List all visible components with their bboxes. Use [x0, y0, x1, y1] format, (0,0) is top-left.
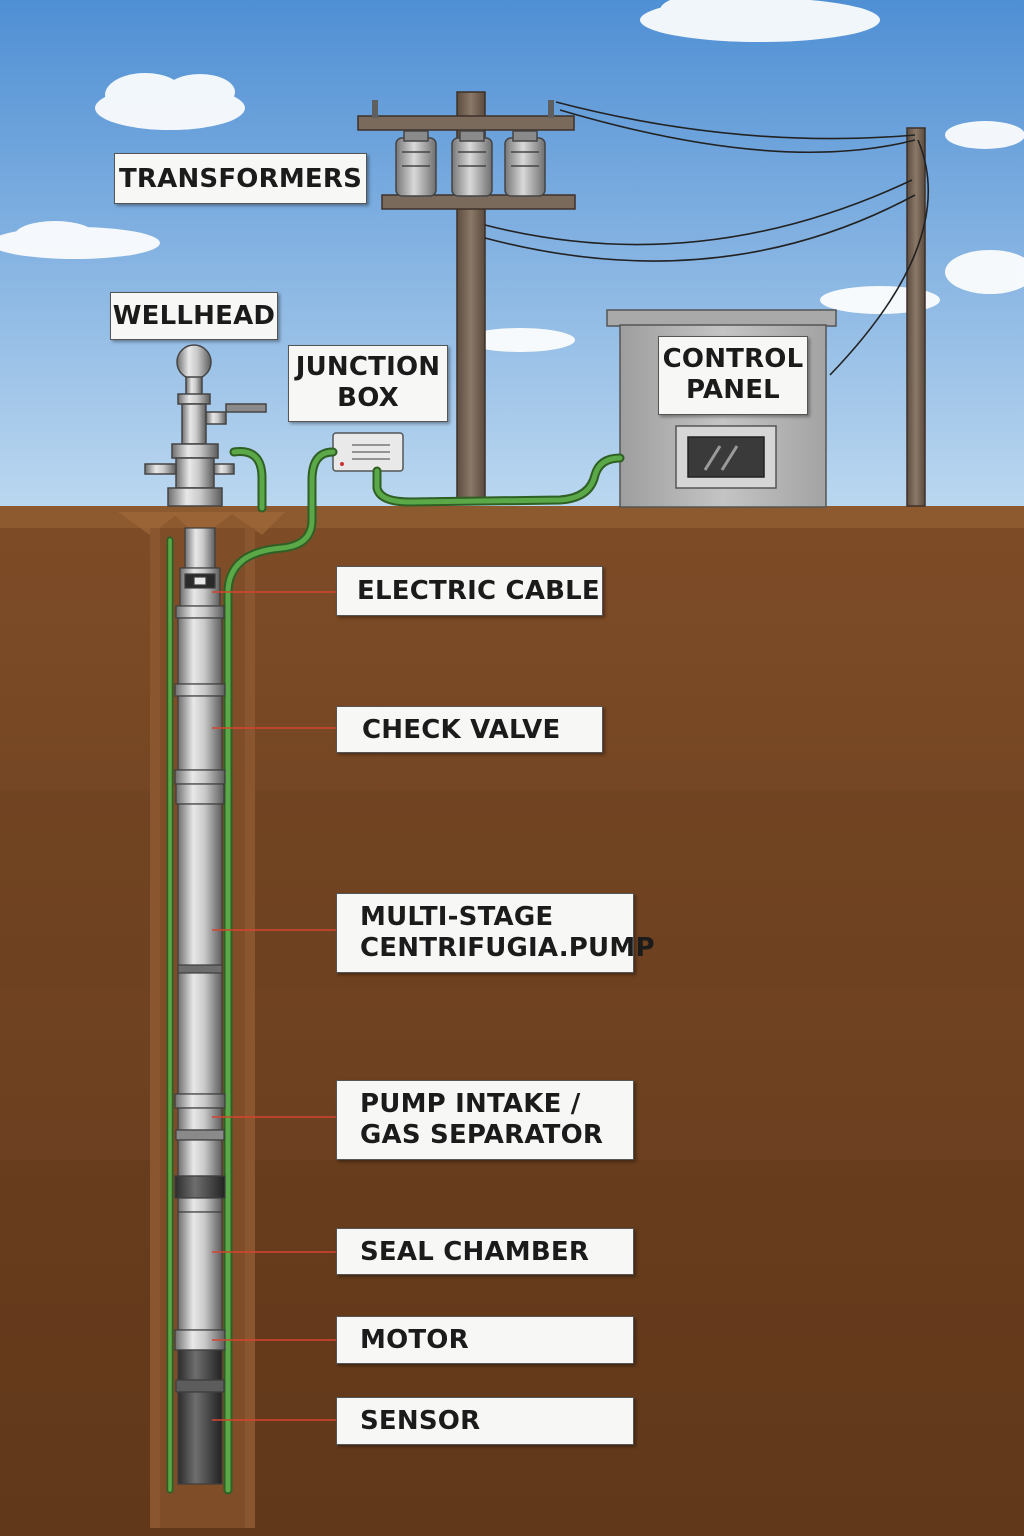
electric-cable-route: [166, 447, 625, 1495]
sensor-label-text: SENSOR: [360, 1406, 481, 1436]
pump-intake-label: PUMP INTAKE / GAS SEPARATOR: [336, 1080, 634, 1160]
junction-box-label-line-1: JUNCTION: [295, 352, 441, 382]
multi-stage-pump-label-line-1: MULTI-STAGE: [360, 902, 554, 932]
junction-box-unit: [332, 432, 404, 472]
motor-label: MOTOR: [336, 1316, 634, 1364]
junction-box-label-line-2: BOX: [337, 383, 399, 413]
esp-pump-string: [174, 527, 226, 1485]
multi-stage-pump-label: MULTI-STAGE CENTRIFUGIA.PUMP: [336, 893, 655, 973]
wellhead-label-text: WELLHEAD: [112, 301, 276, 331]
power-lines: [484, 101, 930, 376]
electric-cable-label-text: ELECTRIC CABLE: [357, 576, 600, 606]
seal-chamber-label-text: SEAL CHAMBER: [360, 1237, 590, 1267]
check-valve-label-text: CHECK VALVE: [362, 715, 561, 745]
transformer-units: [395, 130, 546, 197]
sensor-label: SENSOR: [336, 1397, 634, 1445]
transformers-label: TRANSFORMERS: [114, 153, 367, 204]
multi-stage-pump-label-line-2: CENTRIFUGIA.PUMP: [360, 933, 655, 963]
transformers-label-text: TRANSFORMERS: [118, 164, 363, 194]
control-panel-label-line-2: PANEL: [686, 375, 780, 405]
wellhead-label: WELLHEAD: [110, 292, 278, 340]
seal-chamber-label: SEAL CHAMBER: [336, 1228, 634, 1275]
pump-intake-label-line-1: PUMP INTAKE /: [360, 1089, 581, 1119]
control-panel-label: CONTROL PANEL: [658, 336, 808, 415]
motor-label-text: MOTOR: [360, 1325, 469, 1355]
control-panel-label-line-1: CONTROL: [662, 344, 804, 374]
utility-pole-right: [906, 127, 926, 507]
pump-intake-label-line-2: GAS SEPARATOR: [360, 1120, 604, 1150]
wellhead-assembly: [144, 344, 267, 507]
check-valve-label: CHECK VALVE: [336, 706, 603, 753]
junction-box-label: JUNCTION BOX: [288, 345, 448, 422]
clouds: [0, 0, 1024, 352]
electric-cable-label: ELECTRIC CABLE: [336, 566, 603, 616]
leader-lines: [212, 591, 336, 1421]
